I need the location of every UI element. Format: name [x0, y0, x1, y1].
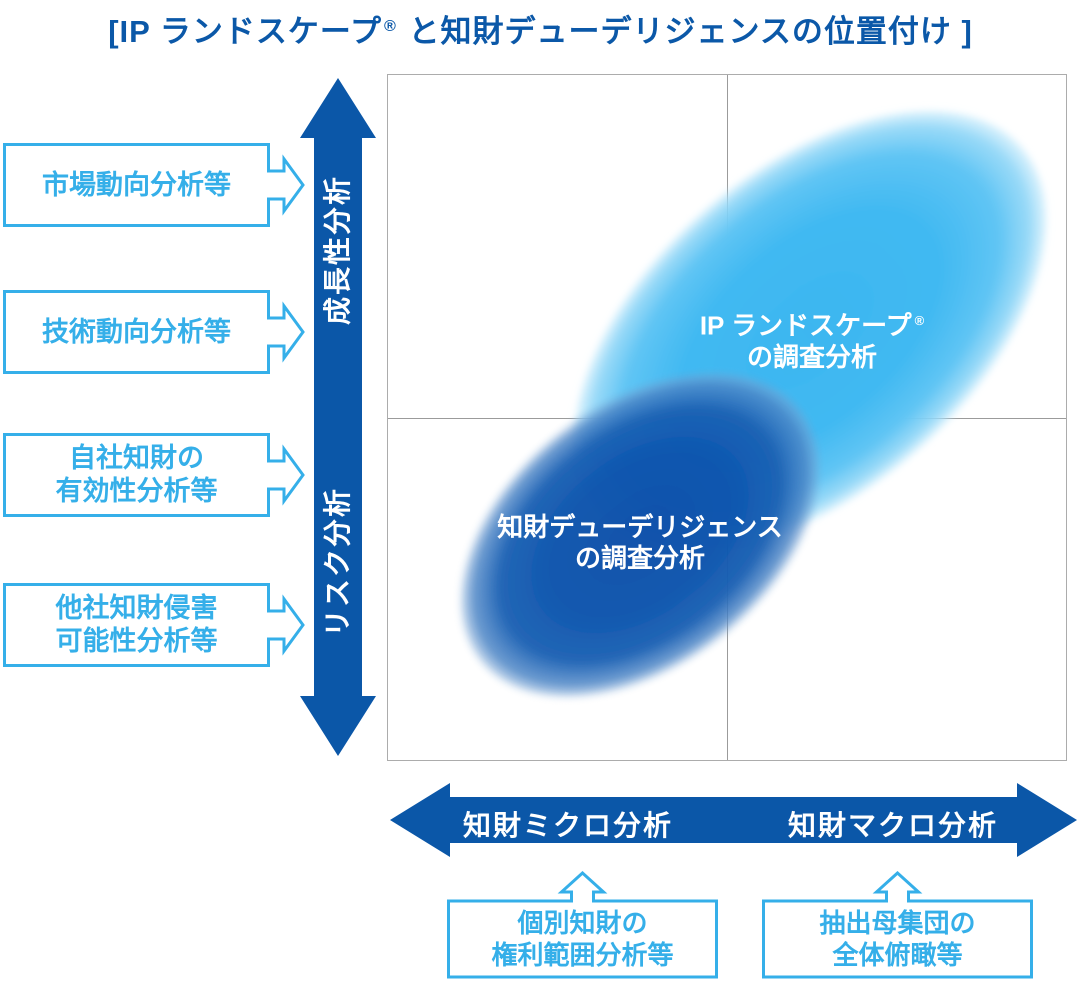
up-arrow-callout-shape: [762, 871, 1033, 979]
callout-label: 市場動向分析等: [42, 169, 231, 200]
title-text-suffix: と知財デューデリジェンスの位置付け ]: [398, 14, 973, 49]
page-title: [IP ランドスケープ® と知財デューデリジェンスの位置付け ]: [0, 6, 1081, 51]
callout-label: 技術動向分析等: [42, 316, 231, 347]
registered-trademark-symbol: ®: [914, 313, 925, 328]
callout-own-ip-validity: 自社知財の 有効性分析等: [3, 433, 307, 517]
x-axis-arrow: [390, 783, 1077, 857]
ip-landscape-label: IP ランドスケープ® の調査分析: [612, 305, 1012, 373]
callout-infringement-risk: 他社知財侵害 可能性分析等: [3, 583, 307, 667]
callout-label: 他社知財侵害 可能性分析等: [55, 593, 218, 656]
callout-population-overview: 抽出母集団の 全体俯瞰等: [762, 871, 1033, 979]
ip-landscape-label-line1: IP ランドスケープ: [699, 310, 912, 341]
due-diligence-label: 知財デューデリジェンス の調査分析: [497, 512, 783, 573]
quadrant-chart-area: [387, 74, 1067, 761]
y-axis-bottom-label: リスク分析: [322, 487, 353, 638]
quadrant-horizontal-divider: [388, 418, 1066, 419]
right-arrow-callout-shape: [3, 143, 305, 227]
y-axis-arrow: [300, 78, 376, 756]
x-axis-left-label: 知財ミクロ分析: [462, 810, 673, 841]
callout-tech-trend: 技術動向分析等: [3, 290, 307, 374]
registered-trademark-symbol: ®: [384, 16, 397, 35]
y-axis-top-label: 成長性分析: [322, 175, 353, 326]
ip-landscape-label-line2: の調査分析: [746, 341, 877, 372]
title-text: [IP ランドスケープ: [108, 14, 382, 49]
callout-market-trend: 市場動向分析等: [3, 143, 307, 227]
right-arrow-callout-shape: [3, 290, 305, 374]
callout-label: 自社知財の 有効性分析等: [55, 443, 218, 506]
right-arrow-callout-shape: [3, 433, 305, 517]
x-axis-right-label: 知財マクロ分析: [787, 810, 998, 841]
right-arrow-callout-shape: [3, 583, 305, 667]
callout-individual-ip-scope: 個別知財の 権利範囲分析等: [447, 871, 718, 979]
callout-label: 個別知財の 権利範囲分析等: [491, 908, 674, 970]
callout-label: 抽出母集団の 全体俯瞰等: [819, 908, 976, 970]
up-arrow-callout-shape: [447, 871, 718, 979]
